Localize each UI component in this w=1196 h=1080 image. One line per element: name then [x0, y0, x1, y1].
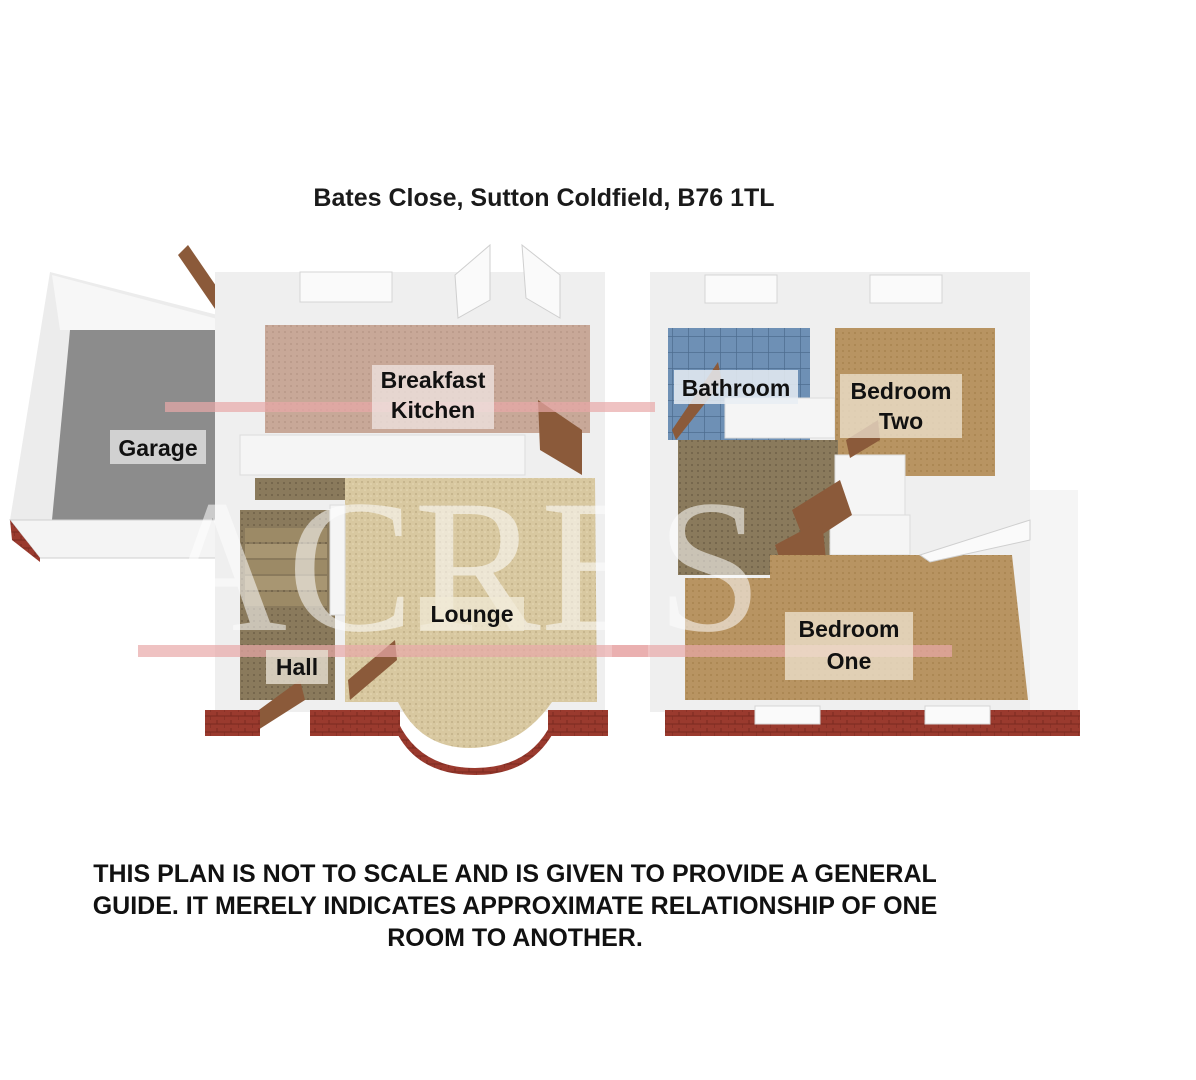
label-bathroom: Bathroom — [682, 375, 791, 401]
kitchen-door — [538, 400, 582, 475]
label-kitchen: Kitchen — [391, 397, 475, 423]
label-breakfast: Breakfast — [381, 367, 486, 393]
landing-wall — [829, 514, 911, 556]
garage-floor — [52, 328, 240, 520]
bedroom-one-window-side — [918, 519, 1031, 563]
garage-brick — [10, 520, 40, 562]
kitchen-window — [299, 271, 393, 303]
label-lounge: Lounge — [430, 601, 513, 627]
kitchen-door-right — [521, 243, 561, 319]
hall-upper-floor — [255, 478, 345, 500]
hall-wall — [329, 504, 346, 616]
stairs — [245, 528, 327, 606]
watermark-text: ACRES — [150, 462, 762, 672]
bay-window-brick — [398, 722, 552, 775]
room-labels: Garage Breakfast Kitchen Lounge Hall Bat… — [110, 365, 962, 684]
label-bedroom-one-line2: One — [827, 648, 872, 674]
front-brick-right — [548, 710, 608, 736]
label-hall: Hall — [276, 654, 318, 680]
first-floor-brick — [665, 710, 1080, 736]
garage-room — [8, 245, 245, 562]
bedroom-one-window-2 — [924, 705, 991, 725]
plan-title: Bates Close, Sutton Coldfield, B76 1TL — [313, 184, 775, 212]
label-bedroom-one-line1: Bedroom — [799, 616, 900, 642]
bedroom-two-window — [869, 274, 943, 304]
label-bedroom-two-line2: Two — [879, 408, 923, 434]
kitchen-lounge-wall — [239, 434, 526, 476]
first-floor-wall-right — [1030, 490, 1078, 712]
watermark: ACRES — [138, 402, 952, 672]
bathroom-wall — [724, 397, 836, 439]
front-brick-left — [205, 710, 260, 736]
label-bedroom-two-line1: Bedroom — [851, 378, 952, 404]
front-brick-mid — [310, 710, 400, 736]
disclaimer-text: THIS PLAN IS NOT TO SCALE AND IS GIVEN T… — [92, 860, 938, 952]
kitchen-door-left — [454, 243, 491, 319]
bathroom-window — [704, 274, 778, 304]
garage-wall-top — [52, 275, 245, 330]
bedroom-one-window-1 — [754, 705, 821, 725]
label-garage: Garage — [118, 435, 197, 461]
